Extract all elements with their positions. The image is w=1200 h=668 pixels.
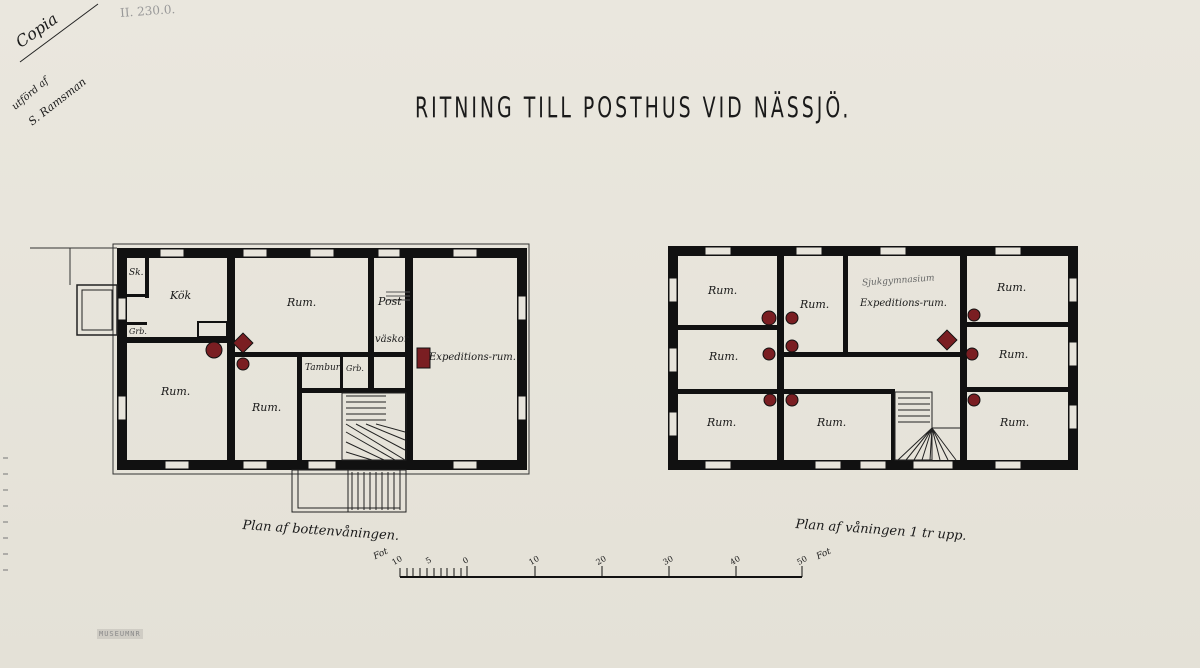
ground-floor-plan <box>30 243 530 513</box>
room-label-vaskor: väskor <box>375 334 409 345</box>
room-label-upper-8: Rum. <box>1000 416 1030 429</box>
room-label-post: Post <box>378 295 402 308</box>
room-label-upper-5: Rum. <box>999 348 1029 361</box>
room-label-sk: Sk. <box>129 268 144 278</box>
room-label-kok: Kök <box>170 289 192 302</box>
room-label-rum-mid: Rum. <box>252 401 282 414</box>
room-label-expedition-upper: Expeditions-rum. <box>860 298 947 309</box>
museum-stamp: MUSEUMNR <box>97 629 143 639</box>
room-label-expedition-ground: Expeditions-rum. <box>429 352 516 363</box>
room-label-grb2: Grb. <box>346 364 364 373</box>
scale-bar <box>399 566 803 578</box>
room-label-tambur: Tambur <box>305 363 341 373</box>
drawing-title: RITNING TILL POSTHUS VID NÄSSJÖ. <box>415 92 852 125</box>
room-label-upper-4: Rum. <box>709 350 739 363</box>
room-label-upper-3: Rum. <box>997 281 1027 294</box>
room-label-upper-6: Rum. <box>707 416 737 429</box>
room-label-upper-1: Rum. <box>708 284 738 297</box>
room-label-grb1: Grb. <box>129 327 147 336</box>
upper-floor-plan <box>668 246 1078 470</box>
room-label-rum-left: Rum. <box>161 385 191 398</box>
room-label-rum-top: Rum. <box>287 296 317 309</box>
room-label-upper-7: Rum. <box>817 416 847 429</box>
edge-tick-marks <box>3 457 8 571</box>
room-label-upper-2: Rum. <box>800 298 830 311</box>
